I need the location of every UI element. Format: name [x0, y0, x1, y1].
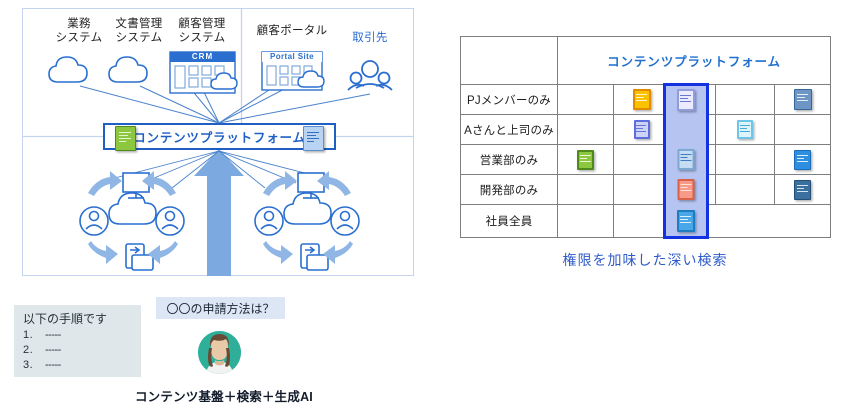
cell-r4c4[interactable] — [715, 174, 775, 205]
cell-r2c4[interactable] — [715, 114, 775, 145]
blue-document-icon — [303, 126, 324, 151]
answer-step-3-number: 3. — [23, 359, 34, 371]
permission-table: コンテンツプラットフォーム PJメンバーのみ — [460, 36, 832, 238]
cell-r3c1[interactable] — [557, 144, 614, 175]
left-diagram: 業務 システム 文書管理 システム 顧客管理 システム 顧客ポータル 取引先 C… — [22, 8, 414, 276]
source-label-kokyaku-portal: 顧客ポータル — [256, 25, 328, 37]
source-label-torihikisaki: 取引先 — [352, 32, 388, 44]
document-icon — [794, 179, 812, 200]
highlighted-column-icons — [663, 83, 709, 239]
row-label-a-and-boss: Aさんと上司のみ — [460, 114, 558, 145]
avatar — [198, 331, 241, 374]
row-label-sales-dept: 営業部のみ — [460, 144, 558, 175]
header-content-platform: コンテンツプラットフォーム — [556, 36, 832, 85]
table-row[interactable]: 営業部のみ — [460, 144, 832, 175]
document-icon — [632, 89, 651, 110]
document-icon — [677, 89, 695, 116]
cell-r5c2[interactable] — [613, 204, 670, 238]
bottom-caption: コンテンツ基盤＋検索＋生成AI — [134, 390, 313, 404]
table-row[interactable]: PJメンバーのみ — [460, 84, 832, 115]
document-icon — [677, 149, 695, 175]
cell-r2c2[interactable] — [613, 114, 670, 145]
table-header-row: コンテンツプラットフォーム — [460, 36, 832, 85]
cell-r1c2[interactable] — [613, 84, 670, 115]
cell-r3c5[interactable] — [773, 144, 832, 175]
document-icon — [633, 120, 650, 139]
table-row[interactable]: 開発部のみ — [460, 174, 832, 205]
cell-r1c4[interactable] — [715, 84, 775, 115]
content-platform-label: コンテンツプラットフォーム — [133, 131, 306, 145]
portal-window-title: Portal Site — [270, 52, 314, 61]
cell-r1c1[interactable] — [557, 84, 614, 115]
answer-step-1-number: 1. — [23, 329, 34, 341]
cell-r2c1[interactable] — [557, 114, 614, 145]
diagram-graphics — [22, 8, 414, 276]
answer-box-title: 以下の手順です — [23, 312, 108, 326]
answer-step-2-number: 2. — [23, 344, 34, 356]
green-document-icon — [115, 126, 136, 151]
answer-step-1: 1. ----- — [23, 329, 61, 341]
content-platform-banner[interactable]: コンテンツプラットフォーム — [103, 123, 336, 151]
header-blank-cell — [460, 36, 558, 85]
document-icon — [577, 149, 594, 170]
table-row[interactable]: Aさんと上司のみ — [460, 114, 832, 145]
cell-r4c2[interactable] — [613, 174, 670, 205]
cell-r3c4[interactable] — [715, 144, 775, 175]
table-caption: 権限を加味した深い検索 — [562, 252, 728, 268]
document-icon — [793, 89, 812, 110]
document-icon — [677, 210, 695, 237]
row-label-pj-members: PJメンバーのみ — [460, 84, 558, 115]
table-row[interactable]: 社員全員 — [460, 204, 832, 238]
question-bubble-text: 〇〇の申請方法は？ — [166, 301, 275, 316]
answer-step-2: 2. ----- — [23, 344, 61, 356]
cell-r1c5[interactable] — [773, 84, 832, 115]
cell-r3c2[interactable] — [613, 144, 670, 175]
cell-r4c1[interactable] — [557, 174, 614, 205]
cell-r2c5[interactable] — [773, 114, 832, 145]
row-label-all-employees: 社員全員 — [460, 204, 558, 238]
question-bubble: 〇〇の申請方法は？ — [156, 297, 285, 319]
answer-step-2-text: ----- — [45, 344, 61, 356]
answer-step-3-text: ----- — [45, 359, 61, 371]
source-label-gyomu: 業務 システム — [55, 18, 103, 44]
answer-steps-box: 以下の手順です 1. ----- 2. ----- 3. ----- — [14, 305, 141, 377]
cell-r5c5[interactable] — [774, 204, 832, 238]
answer-step-3: 3. ----- — [23, 359, 61, 371]
row-label-dev-dept: 開発部のみ — [460, 174, 558, 205]
source-label-kokyaku-kanri: 顧客管理 システム — [178, 18, 226, 44]
answer-step-1-text: ----- — [45, 329, 61, 341]
cell-r4c5[interactable] — [773, 174, 832, 205]
cell-r5c4[interactable] — [715, 204, 775, 238]
source-label-bunsho: 文書管理 システム — [115, 18, 163, 44]
avatar-illustration — [198, 331, 241, 374]
cell-r5c1[interactable] — [557, 204, 614, 238]
document-icon — [677, 179, 695, 205]
document-icon — [737, 120, 753, 139]
crm-window-title: CRM — [191, 52, 214, 61]
document-icon — [794, 149, 812, 170]
